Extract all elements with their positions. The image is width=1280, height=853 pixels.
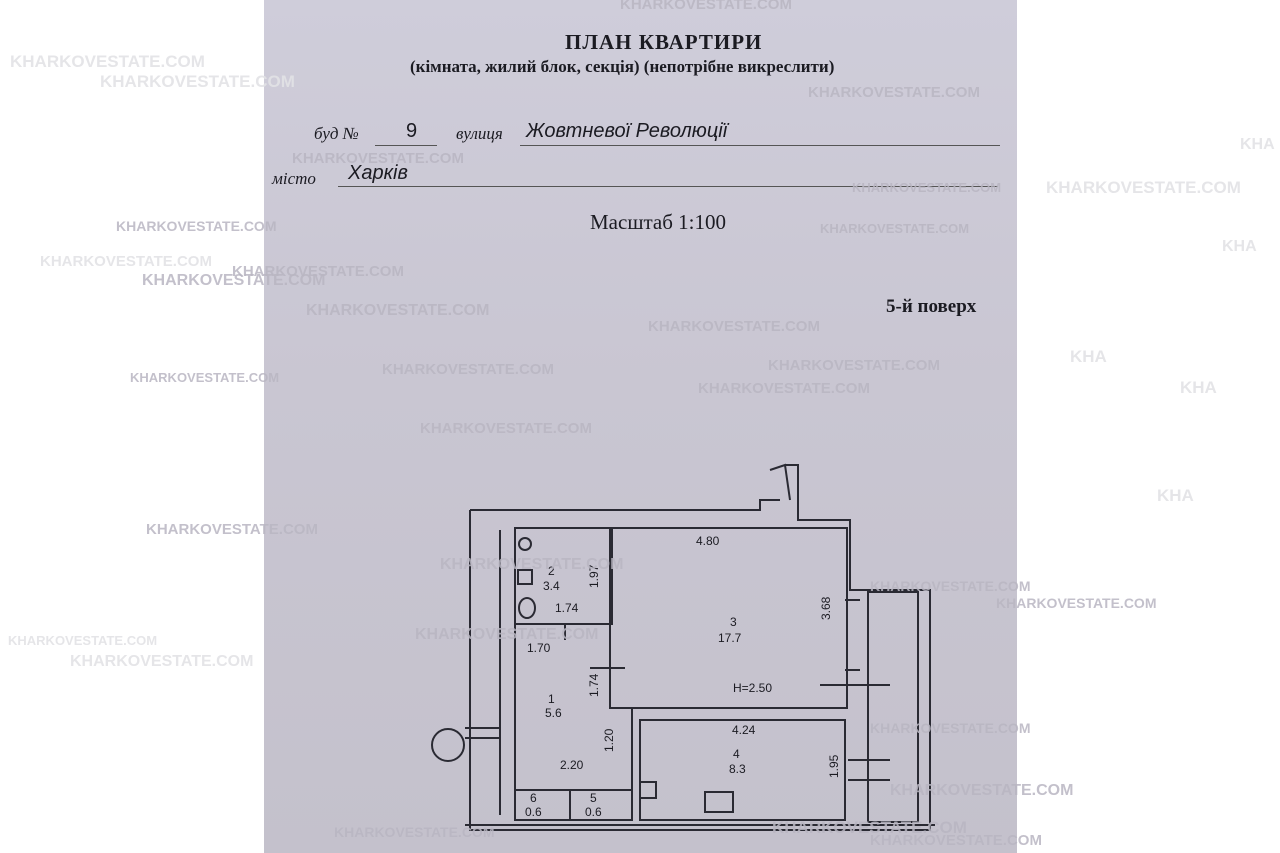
room-6-area: 0.6 xyxy=(525,805,542,819)
scale-label: Масштаб 1:100 xyxy=(590,210,727,234)
ceiling-height: H=2.50 xyxy=(733,681,772,695)
north-vent-shaft xyxy=(769,463,791,501)
dim-1-95: 1.95 xyxy=(827,754,841,778)
shower-fixture xyxy=(518,537,532,551)
street-value: Жовтневої Революції xyxy=(526,120,728,142)
dim-1-97: 1.97 xyxy=(587,564,601,588)
dim-1-74b: 1.74 xyxy=(587,673,601,697)
room-5-area: 0.6 xyxy=(585,805,602,819)
house-number: 9 xyxy=(406,120,418,142)
sink-fixture xyxy=(517,569,533,585)
dim-3-68: 3.68 xyxy=(819,596,833,620)
house-label: буд № xyxy=(314,124,359,143)
room-1-number: 1 xyxy=(548,692,555,706)
room-3-number: 3 xyxy=(730,615,737,629)
stove-fixture xyxy=(704,791,734,813)
document-title: ПЛАН КВАРТИРИ xyxy=(565,30,763,54)
dim-4-80: 4.80 xyxy=(696,534,720,548)
storage-5-walls xyxy=(569,789,633,821)
dim-1-74a: 1.74 xyxy=(555,601,579,615)
plan-walls xyxy=(431,463,935,831)
city-value: Харків xyxy=(348,162,408,184)
bathroom-walls xyxy=(514,527,613,625)
dimension-labels: 4.80 3.68 1.97 1.74 1.70 1.74 1.20 2.20 … xyxy=(527,534,841,778)
room-1-area: 5.6 xyxy=(545,706,562,720)
house-number-line xyxy=(375,145,437,146)
kitchen-sink-fixture xyxy=(639,781,657,799)
city-line xyxy=(338,186,998,187)
room-4-number: 4 xyxy=(733,747,740,761)
document-sheet xyxy=(264,0,1017,853)
room-3-walls xyxy=(609,527,848,709)
room-labels: 1 5.6 2 3.4 3 17.7 4 8.3 5 0.6 6 0.6 xyxy=(525,564,746,819)
room-2-area: 3.4 xyxy=(543,579,560,593)
room-4-walls xyxy=(639,719,846,821)
dim-1-20: 1.20 xyxy=(602,728,616,752)
room-2-number: 2 xyxy=(548,564,555,578)
storage-6-walls xyxy=(514,789,571,821)
toilet-fixture xyxy=(518,597,536,619)
document-subtitle: (кімната, жилий блок, секція) (непотрібн… xyxy=(410,57,835,76)
floor-label: 5-й поверх xyxy=(886,296,977,317)
city-label: місто xyxy=(272,169,316,188)
dim-1-70: 1.70 xyxy=(527,641,551,655)
dim-4-24: 4.24 xyxy=(732,723,756,737)
room-5-number: 5 xyxy=(590,791,597,805)
street-label: вулиця xyxy=(456,124,503,143)
room-4-area: 8.3 xyxy=(729,762,746,776)
balcony-walls xyxy=(867,591,919,823)
room-6-number: 6 xyxy=(530,791,537,805)
street-line xyxy=(520,145,1000,146)
gas-riser-circle xyxy=(431,728,465,762)
outer-wall-line xyxy=(469,464,931,831)
room-3-area: 17.7 xyxy=(718,631,742,645)
dim-2-20: 2.20 xyxy=(560,758,584,772)
north-wall xyxy=(470,499,780,511)
